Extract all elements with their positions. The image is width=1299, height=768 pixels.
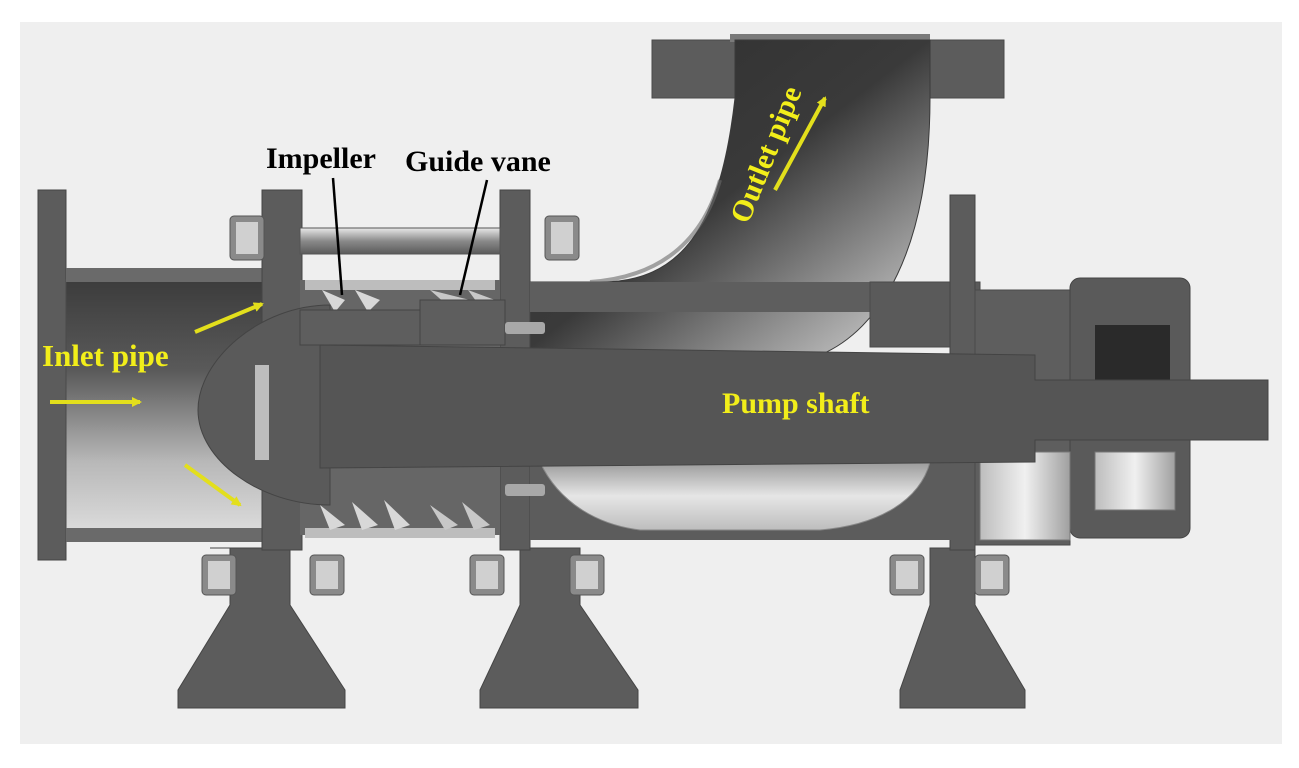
guide-vane-label: Guide vane bbox=[405, 145, 551, 178]
impeller-blades bbox=[320, 290, 410, 530]
pump-casing bbox=[37, 189, 1191, 561]
bolts bbox=[201, 215, 1010, 596]
inlet-pipe-label: Inlet pipe bbox=[42, 338, 169, 373]
pump-shaft bbox=[197, 299, 1269, 506]
flow-arrows bbox=[50, 96, 827, 507]
outlet-pipe bbox=[519, 34, 1005, 356]
impeller-label: Impeller bbox=[266, 142, 376, 175]
support-feet bbox=[177, 547, 1026, 709]
guide-vane-leader-line bbox=[458, 179, 489, 296]
pump-shaft-label: Pump shaft bbox=[722, 387, 870, 420]
impeller-leader-line bbox=[331, 177, 344, 296]
